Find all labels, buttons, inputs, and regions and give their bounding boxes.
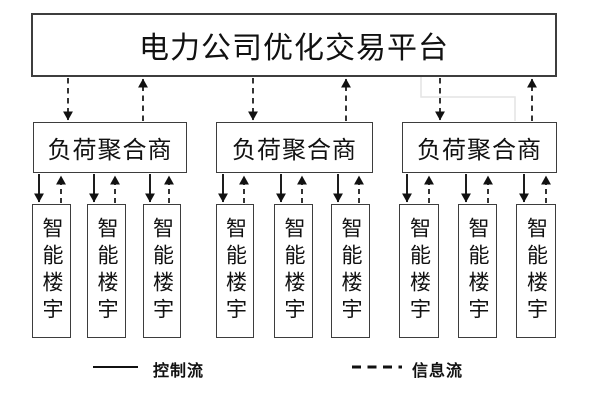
building-label: 智能楼宇: [407, 217, 432, 325]
aggregator-label: 负荷聚合商: [47, 138, 173, 164]
building-label: 智能楼宇: [339, 217, 363, 325]
building-box-7: 智能楼宇: [399, 204, 439, 338]
building-label: 智能楼宇: [40, 217, 64, 325]
platform-aggregator-info-arrows: [63, 78, 537, 121]
building-box-8: 智能楼宇: [458, 204, 497, 338]
legend-info-flow-label: 信息流: [412, 363, 464, 380]
aggregator-building-control-arrows: [34, 174, 529, 203]
building-box-4: 智能楼宇: [216, 204, 254, 338]
faint-artifact-line: [420, 77, 516, 121]
aggregator-box-2: 负荷聚合商: [216, 122, 373, 173]
legend-control-flow-label: 控制流: [153, 363, 205, 380]
building-box-2: 智能楼宇: [87, 204, 126, 338]
aggregator-box-3: 负荷聚合商: [402, 122, 557, 173]
building-box-3: 智能楼宇: [143, 204, 181, 338]
platform-box: 电力公司优化交易平台: [31, 13, 557, 77]
building-aggregator-info-arrows: [56, 175, 551, 203]
building-box-6: 智能楼宇: [331, 204, 370, 338]
building-label: 智能楼宇: [150, 217, 175, 325]
aggregator-label: 负荷聚合商: [417, 138, 542, 164]
building-box-5: 智能楼宇: [274, 204, 313, 338]
building-label: 智能楼宇: [223, 217, 248, 325]
building-box-9: 智能楼宇: [516, 204, 556, 338]
aggregator-label: 负荷聚合商: [232, 138, 357, 164]
building-box-1: 智能楼宇: [32, 204, 71, 338]
building-label: 智能楼宇: [282, 217, 306, 325]
building-label: 智能楼宇: [466, 217, 490, 325]
aggregator-box-1: 负荷聚合商: [33, 122, 187, 173]
building-label: 智能楼宇: [95, 217, 119, 325]
platform-label: 电力公司优化交易平台: [139, 32, 449, 65]
building-label: 智能楼宇: [524, 217, 549, 325]
